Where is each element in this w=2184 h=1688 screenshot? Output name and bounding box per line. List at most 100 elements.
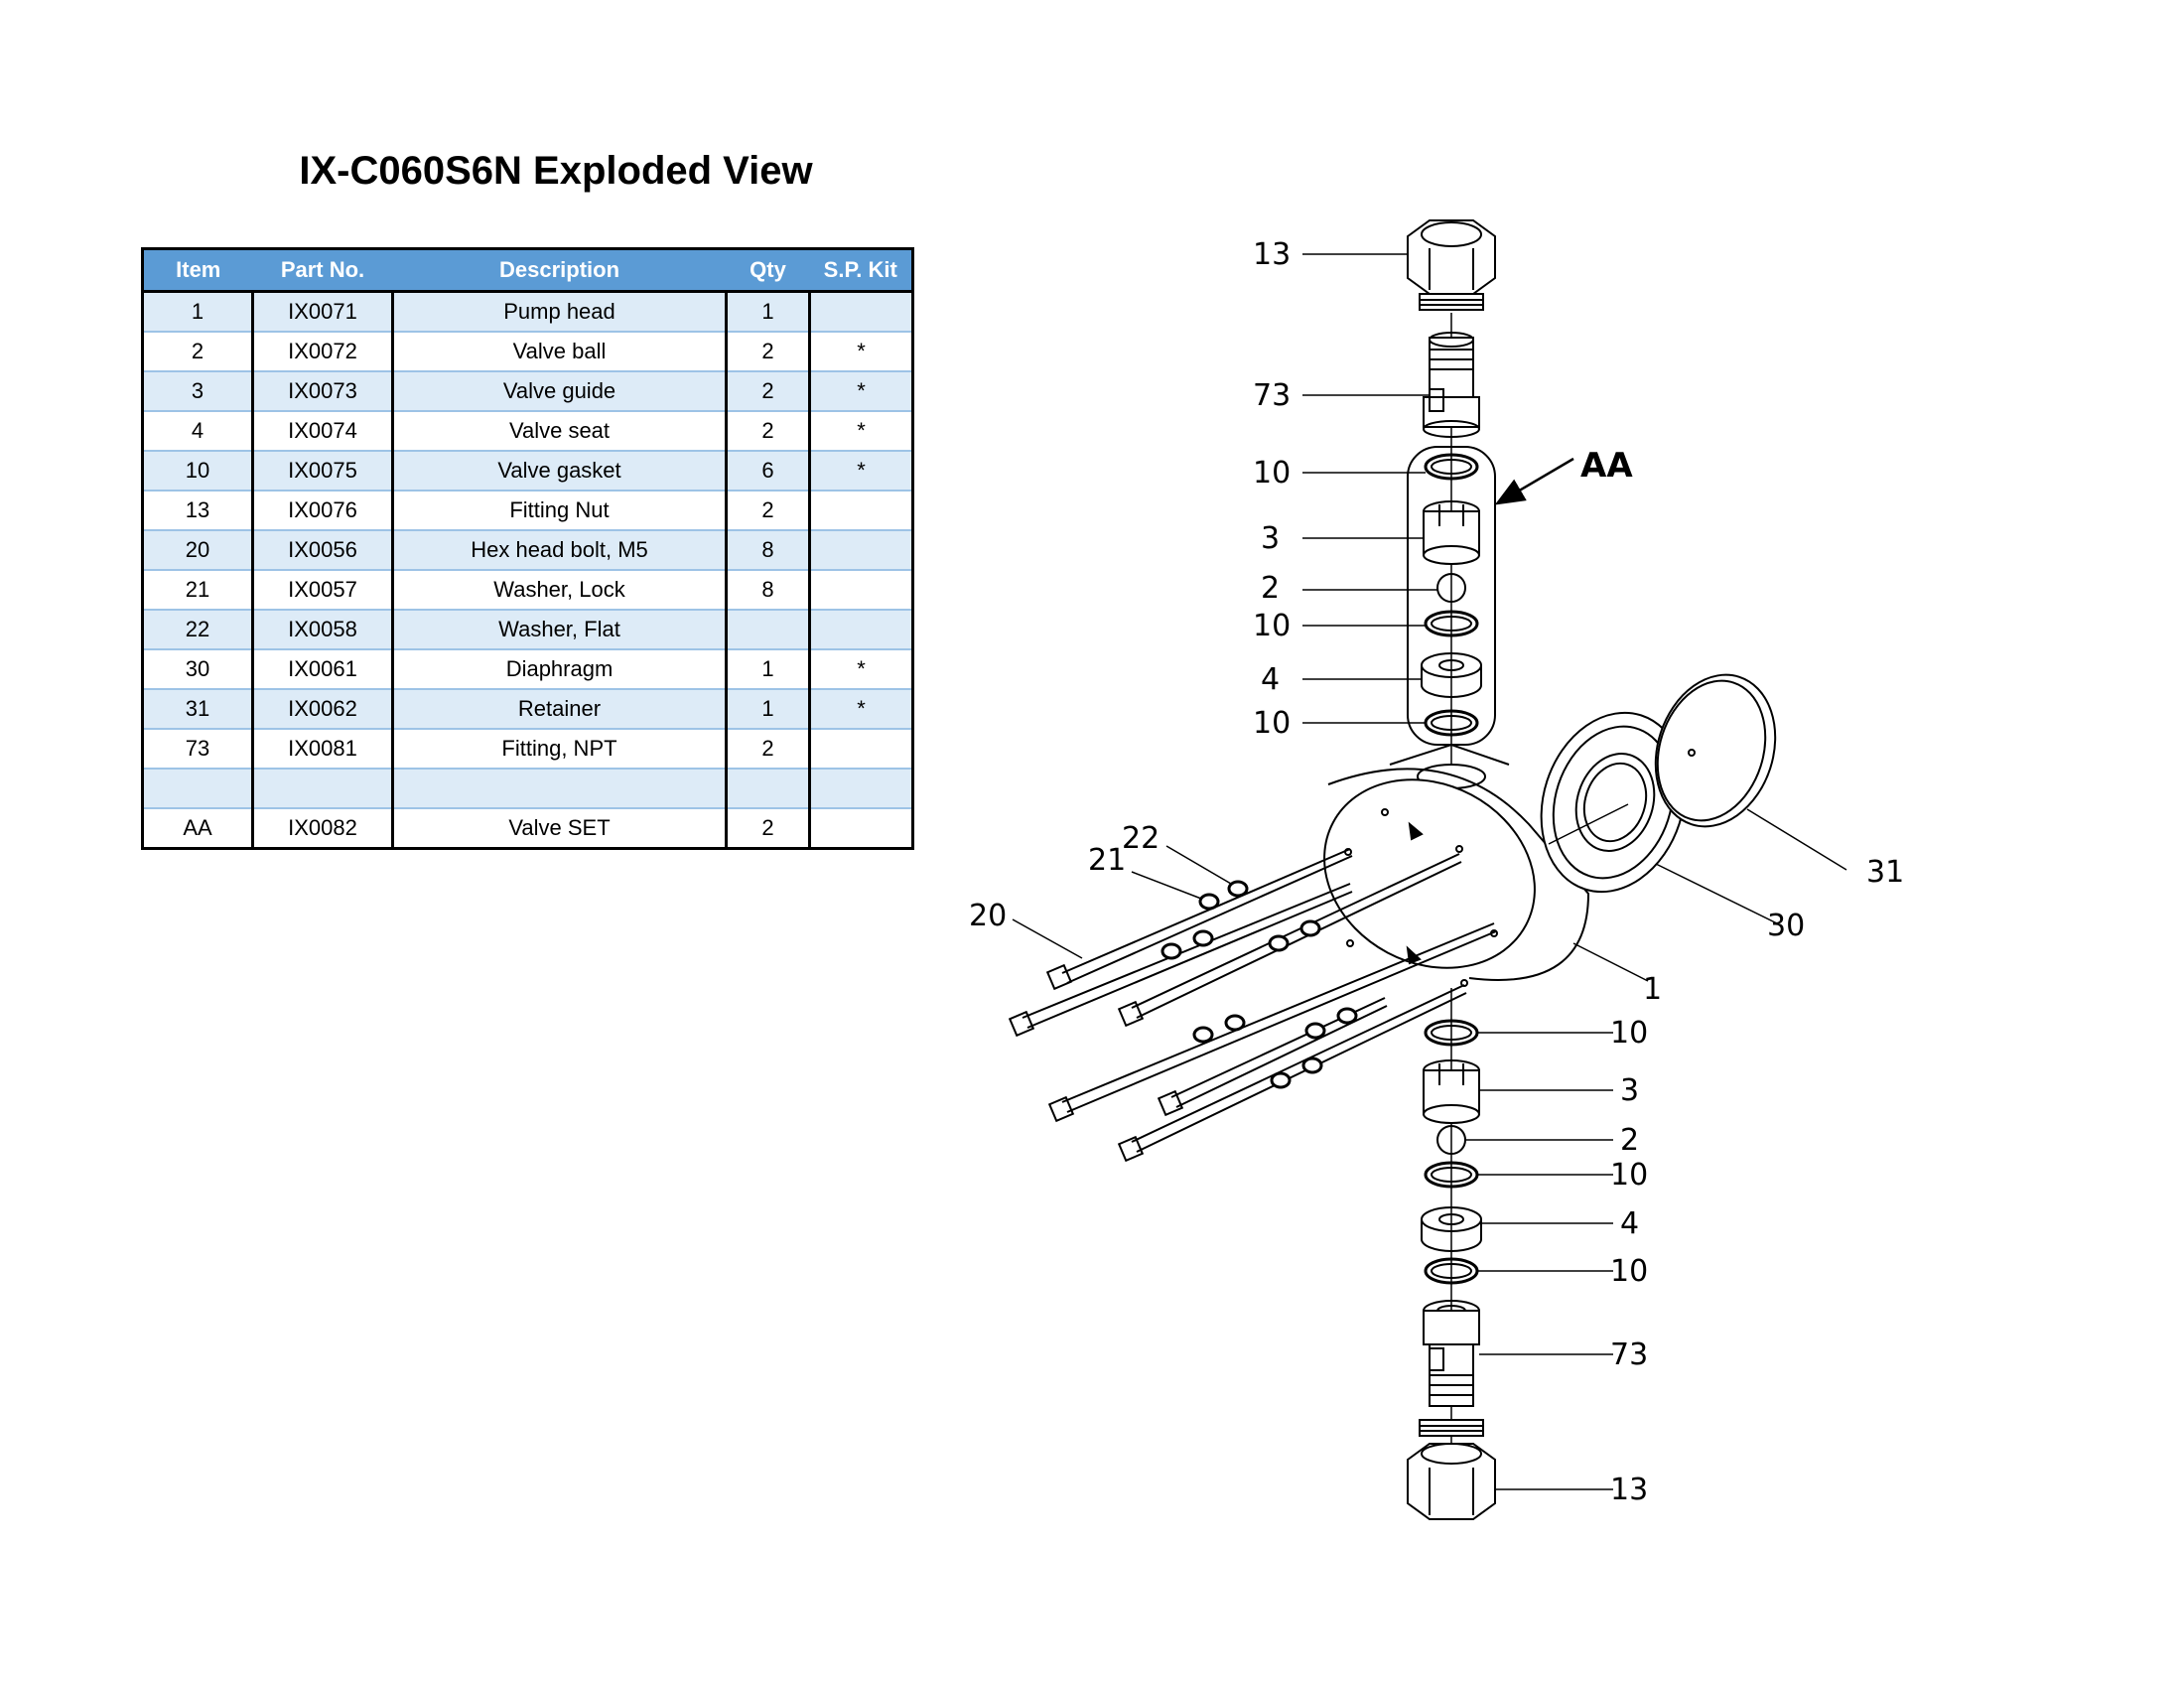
cell-part-no: IX0071 — [251, 291, 394, 333]
cell-qty: 6 — [725, 451, 811, 492]
cell-qty: 1 — [725, 689, 811, 730]
callout-73: 73 — [1610, 1337, 1648, 1372]
cell-sp-kit: * — [808, 689, 914, 730]
leader-lines — [1012, 253, 1847, 1490]
cell-sp-kit — [808, 570, 914, 611]
cell-item — [141, 769, 254, 809]
cell-item: 2 — [141, 332, 254, 372]
cell-description: Washer, Flat — [391, 610, 728, 650]
cell-part-no: IX0061 — [251, 649, 394, 690]
table-row — [141, 769, 914, 809]
cell-sp-kit: * — [808, 451, 914, 492]
cell-qty: 8 — [725, 570, 811, 611]
cell-part-no: IX0082 — [251, 808, 394, 849]
fitting-npt-bottom-shape — [1423, 1300, 1480, 1407]
callout-10: 10 — [1610, 1158, 1648, 1193]
cell-part-no: IX0057 — [251, 570, 394, 611]
hex-bolt-shape — [1008, 883, 1353, 1038]
cell-qty: 2 — [725, 729, 811, 770]
callout-10: 10 — [1253, 609, 1291, 643]
cell-sp-kit: * — [808, 649, 914, 690]
callout-73: 73 — [1253, 378, 1291, 413]
header-description: Description — [392, 248, 727, 293]
callout-4: 4 — [1620, 1206, 1639, 1241]
cell-item: 21 — [141, 570, 254, 611]
cell-description: Fitting Nut — [391, 491, 728, 531]
cell-description — [391, 769, 728, 809]
callout-2: 2 — [1620, 1123, 1639, 1158]
cell-part-no — [251, 769, 394, 809]
bolts-group — [1008, 848, 1497, 1163]
cell-qty: 1 — [725, 649, 811, 690]
callout-aa: AA — [1580, 446, 1633, 486]
cell-description: Valve gasket — [391, 451, 728, 492]
cell-description: Valve ball — [391, 332, 728, 372]
cell-qty: 2 — [725, 371, 811, 412]
washer-shapes — [1160, 880, 1358, 1089]
valve-guide-shape — [1423, 500, 1480, 565]
header-sp-kit: S.P. Kit — [809, 248, 913, 293]
header-part-no: Part No. — [252, 248, 393, 293]
hex-bolt-shape — [1045, 848, 1353, 991]
cell-part-no: IX0058 — [251, 610, 394, 650]
exploded-view-diagram: 13 73 10 3 2 10 4 10 AA 22 21 20 31 30 1… — [969, 219, 1904, 1520]
cell-item: 20 — [141, 530, 254, 571]
valve-seat-shape — [1421, 1206, 1482, 1252]
callout-2: 2 — [1261, 571, 1280, 606]
cell-qty: 2 — [725, 332, 811, 372]
cell-item: 30 — [141, 649, 254, 690]
diaphragm-shape — [1540, 711, 1687, 894]
cell-item: 22 — [141, 610, 254, 650]
cell-sp-kit: * — [808, 371, 914, 412]
valve-gasket-shape — [1424, 453, 1479, 481]
cell-description: Retainer — [391, 689, 728, 730]
callout-30: 30 — [1767, 909, 1805, 943]
cell-item: 1 — [141, 291, 254, 333]
cell-sp-kit — [808, 530, 914, 571]
callout-31: 31 — [1866, 855, 1904, 890]
cell-item: 10 — [141, 451, 254, 492]
cell-item: 31 — [141, 689, 254, 730]
cell-description: Valve SET — [391, 808, 728, 849]
fitting-nut-top-shape — [1407, 219, 1496, 311]
valve-ball-shape — [1436, 573, 1466, 603]
callout-10: 10 — [1253, 456, 1291, 491]
cell-description: Washer, Lock — [391, 570, 728, 611]
cell-qty: 2 — [725, 411, 811, 452]
callout-3: 3 — [1620, 1073, 1639, 1108]
cell-part-no: IX0076 — [251, 491, 394, 531]
cell-sp-kit — [808, 769, 914, 809]
retainer-shape — [1654, 673, 1777, 828]
hex-bolt-shape — [1047, 922, 1497, 1123]
cell-sp-kit — [808, 291, 914, 333]
cell-qty: 8 — [725, 530, 811, 571]
cell-part-no: IX0074 — [251, 411, 394, 452]
cell-qty: 2 — [725, 808, 811, 849]
cell-item: 13 — [141, 491, 254, 531]
cell-sp-kit: * — [808, 332, 914, 372]
cell-description: Hex head bolt, M5 — [391, 530, 728, 571]
cell-qty — [725, 610, 811, 650]
callout-labels: 13 73 10 3 2 10 4 10 AA 22 21 20 31 30 1… — [969, 237, 1904, 1507]
cell-description: Valve guide — [391, 371, 728, 412]
cell-item: 73 — [141, 729, 254, 770]
hex-bolt-shape — [1117, 853, 1462, 1028]
callout-1: 1 — [1643, 972, 1662, 1007]
callout-22: 22 — [1122, 821, 1160, 856]
page-title: IX-C060S6N Exploded View — [299, 149, 813, 193]
callout-10: 10 — [1610, 1016, 1648, 1051]
aa-arrow — [1494, 457, 1574, 505]
cell-sp-kit — [808, 491, 914, 531]
